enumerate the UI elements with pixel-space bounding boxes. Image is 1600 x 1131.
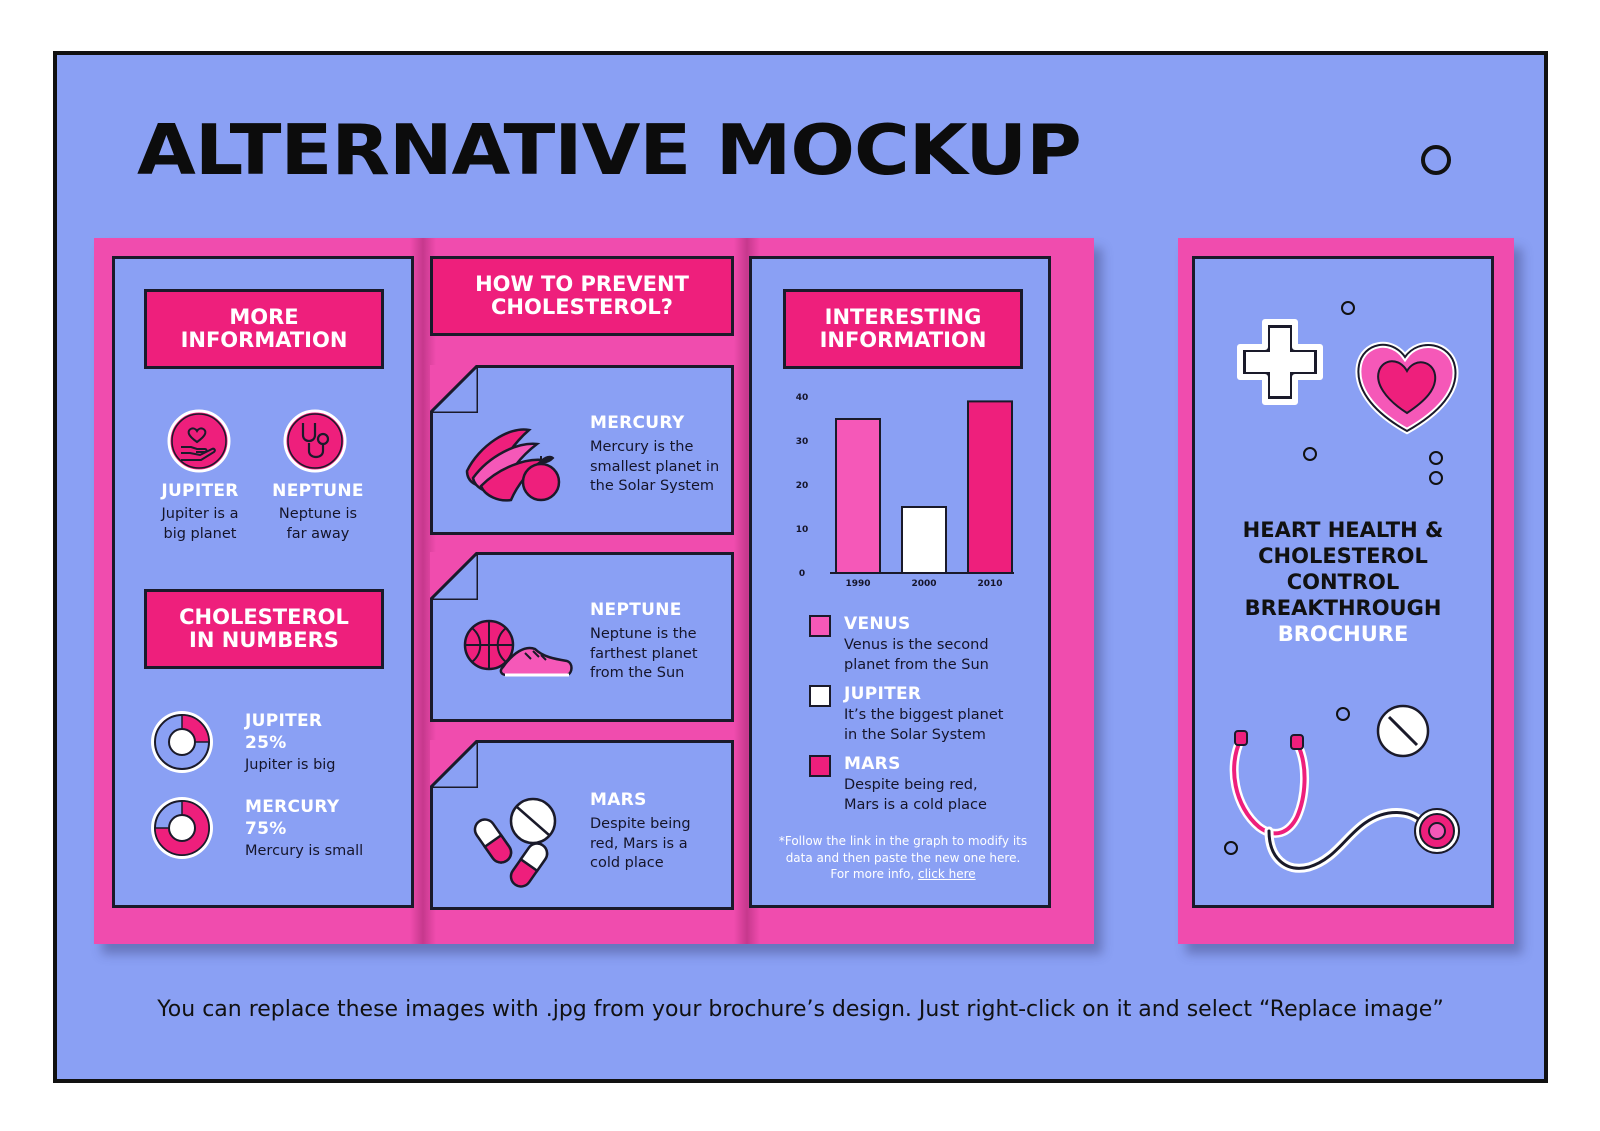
stat-mercury-title: MERCURY (245, 797, 340, 817)
legend-jupiter-title: JUPITER (844, 684, 922, 704)
cover-title-line-3: CONTROL (1286, 570, 1400, 595)
chart-footnote: *Follow the link in the graph to modify … (762, 833, 1044, 883)
y-tick-label: 40 (796, 393, 809, 403)
folded-corner-icon (430, 552, 478, 600)
cover-title-highlight: BROCHURE (1277, 622, 1409, 647)
deco-dot-icon (1224, 841, 1238, 855)
cholesterol-in-numbers-heading: CHOLESTEROL IN NUMBERS (144, 589, 384, 669)
card-mars-title: MARS (590, 790, 647, 810)
donut-chart-jupiter (151, 711, 213, 773)
deco-dot-icon (1341, 301, 1355, 315)
legend-swatch-jupiter (809, 685, 831, 707)
neptune-text: Neptune is far away (278, 506, 358, 542)
click-here-link[interactable]: click here (917, 867, 976, 882)
panel-left: MORE INFORMATION JUPITER Jupiter is a bi… (112, 256, 414, 908)
jupiter-title: JUPITER (161, 481, 239, 501)
cover-title-line-2: CHOLESTEROL (1258, 544, 1428, 569)
cover-title-line-1: HEART HEALTH & (1242, 518, 1444, 542)
pill-icon (1376, 704, 1430, 758)
footnote-line-3: For more info, click here (762, 866, 1044, 883)
legend-venus-text: Venus is the second planet from the Sun (844, 637, 989, 673)
folded-corner-icon (430, 365, 478, 413)
basketball-sneaker-icon (463, 619, 573, 677)
cover-title-line-4: BREAKTHROUGH (1244, 596, 1442, 621)
y-tick-label: 0 (799, 569, 805, 579)
x-tick-label: 2010 (977, 579, 1002, 589)
heart-hand-icon (167, 409, 231, 473)
heart-icon (1355, 341, 1459, 435)
cover-title: HEART HEALTH & CHOLESTEROL CONTROL BREAK… (1195, 517, 1491, 647)
stethoscope-icon (283, 409, 347, 473)
deco-ring-icon (1421, 145, 1451, 175)
banana-apple-icon (465, 428, 561, 502)
x-tick-label: 2000 (911, 579, 936, 589)
card-neptune: NEPTUNE Neptune is the farthest planet f… (430, 552, 734, 722)
x-tick-label: 1990 (845, 579, 870, 589)
cover-panel: HEART HEALTH & CHOLESTEROL CONTROL BREAK… (1192, 256, 1494, 908)
legend-mars-text: Despite being red, Mars is a cold place (844, 777, 987, 813)
stat-mercury-percent: 75% (245, 819, 287, 839)
interesting-information-heading: INTERESTING INFORMATION (783, 289, 1023, 369)
bar-1990 (835, 418, 881, 574)
card-neptune-title: NEPTUNE (590, 600, 682, 620)
panel-right: INTERESTING INFORMATION 0 10 20 30 40 1990 20… (749, 256, 1051, 908)
footnote-prefix: For more info, (830, 867, 915, 882)
card-mars-text: Despite being red, Mars is a cold place (590, 816, 691, 872)
stat-jupiter-percent: 25% (245, 733, 287, 753)
how-to-prevent-heading: HOW TO PREVENT CHOLESTEROL? (430, 256, 734, 336)
stethoscope-icon (1229, 730, 1460, 873)
deco-dot-icon (1429, 471, 1443, 485)
stat-jupiter-title: JUPITER (245, 711, 323, 731)
neptune-title: NEPTUNE (272, 481, 364, 501)
deco-dot-icon (1429, 451, 1443, 465)
y-tick-label: 30 (796, 437, 809, 447)
bar-2000 (901, 506, 947, 574)
deco-dot-icon (1303, 447, 1317, 461)
brochure-cover-image[interactable]: HEART HEALTH & CHOLESTEROL CONTROL BREAK… (1178, 238, 1514, 944)
bar-2010 (967, 400, 1013, 575)
page-title: ALTERNATIVE MOCKUP (137, 108, 1082, 191)
plus-icon (1237, 319, 1323, 405)
card-mercury-title: MERCURY (590, 413, 685, 433)
legend-swatch-venus (809, 615, 831, 637)
y-tick-label: 20 (796, 481, 809, 491)
y-tick-label: 10 (796, 525, 809, 535)
legend-swatch-mars (809, 755, 831, 777)
footnote-line-1: *Follow the link in the graph to modify … (778, 834, 1028, 848)
card-mercury-text: Mercury is the smallest planet in the So… (590, 439, 720, 495)
legend-jupiter-text: It’s the biggest planet in the Solar Sys… (844, 707, 1004, 743)
card-mars: MARS Despite being red, Mars is a cold p… (430, 740, 734, 910)
deco-dot-icon (1336, 707, 1350, 721)
footnote-line-2: data and then paste the new one here. (785, 850, 1021, 865)
stat-jupiter-text: Jupiter is big (245, 757, 336, 773)
donut-chart-mercury (151, 797, 213, 859)
brochure-inside-image[interactable]: MORE INFORMATION JUPITER Jupiter is a bi… (94, 238, 1094, 944)
stat-mercury-text: Mercury is small (245, 843, 364, 859)
footer-note: You can replace these images with .jpg f… (157, 997, 1444, 1022)
card-mercury: MERCURY Mercury is the smallest planet i… (430, 365, 734, 535)
mockup-frame: ALTERNATIVE MOCKUP MORE INFORMATION JUPI… (53, 51, 1548, 1083)
card-neptune-text: Neptune is the farthest planet from the … (590, 626, 698, 682)
jupiter-text: Jupiter is a big planet (161, 506, 239, 542)
legend-mars-title: MARS (844, 754, 901, 774)
pills-icon (473, 797, 557, 888)
more-information-heading: MORE INFORMATION (144, 289, 384, 369)
bar-chart: 0 10 20 30 40 1990 2000 2010 (796, 393, 1014, 589)
legend-venus-title: VENUS (844, 614, 911, 634)
folded-corner-icon (430, 740, 478, 788)
